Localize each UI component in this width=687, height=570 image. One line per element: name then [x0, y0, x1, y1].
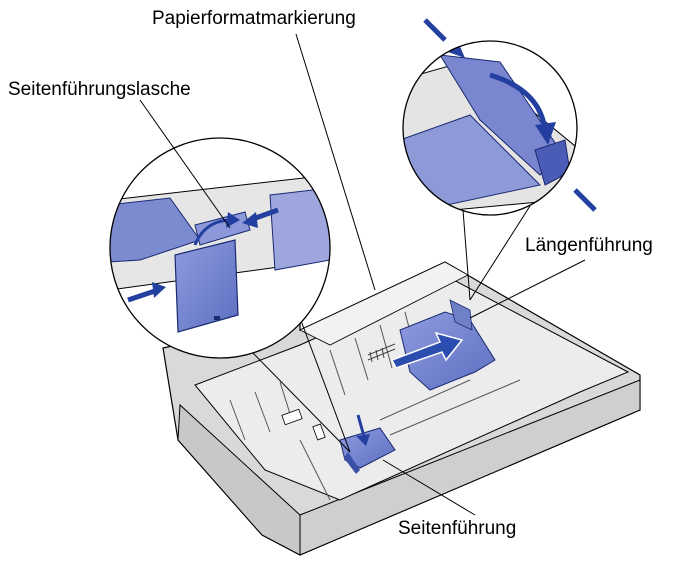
- label-length-guide: Längenführung: [525, 235, 653, 256]
- side-guide-part: [339, 427, 396, 474]
- callout-leaders: [249, 205, 531, 453]
- zoom-circle-right: [402, 18, 597, 216]
- label-paper-size-mark: Papierformatmarkierung: [152, 8, 356, 29]
- zoom-circle-left: [109, 137, 331, 359]
- label-side-guide: Seitenführung: [398, 518, 517, 539]
- length-guide-arrow: [390, 331, 464, 369]
- label-side-guide-tab: Seitenführungslasche: [8, 79, 191, 100]
- label-leaders: [139, 33, 586, 516]
